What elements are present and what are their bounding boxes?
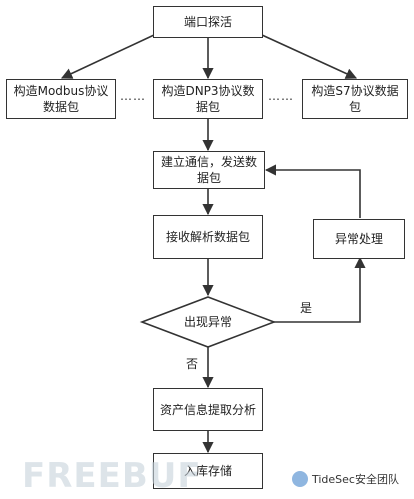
edge-probe-to-modbus <box>60 34 155 79</box>
edge-exception-to-comm <box>264 164 361 218</box>
brand-text: TideSec安全团队 <box>312 473 399 486</box>
node-exception: 异常处理 <box>313 219 405 259</box>
node-dnp3: 构造DNP3协议数据包 <box>153 79 263 119</box>
node-port-probe: 端口探活 <box>153 6 263 38</box>
edge-decision-to-exception <box>274 256 366 323</box>
node-s7: 构造S7协议数据包 <box>302 79 408 119</box>
edge-label-no: 否 <box>186 357 199 371</box>
edge-probe-to-s7 <box>261 34 358 79</box>
freebuf-watermark: FREEBUF <box>22 456 202 496</box>
node-comm: 建立通信，发送数据包 <box>153 151 265 189</box>
node-modbus: 构造Modbus协议数据包 <box>6 79 116 119</box>
brand-watermark: TideSec安全团队 <box>292 471 399 487</box>
decision-label: 出现异常 <box>183 315 232 329</box>
node-store: 入库存储 <box>153 453 263 489</box>
ellipsis-right: …… <box>268 89 294 103</box>
node-asset: 资产信息提取分析 <box>153 388 263 431</box>
wechat-icon <box>292 471 308 487</box>
ellipsis-left: …… <box>120 89 146 103</box>
node-recv: 接收解析数据包 <box>153 215 263 259</box>
edge-label-yes: 是 <box>300 301 313 315</box>
